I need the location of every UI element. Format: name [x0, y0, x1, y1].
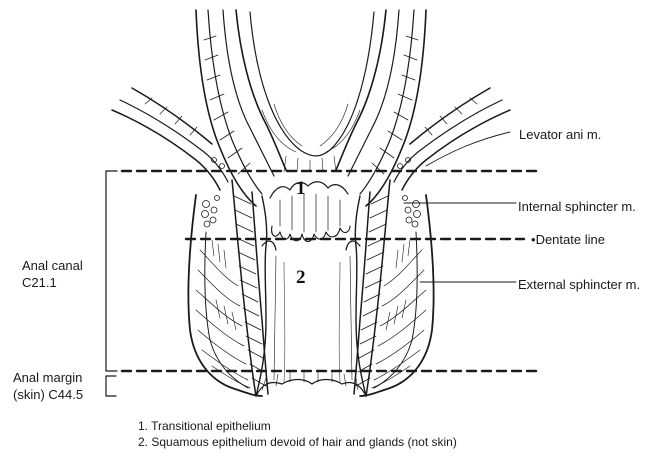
anal-canal-lining	[256, 182, 366, 396]
anal-canal-label: Anal canal	[22, 258, 83, 274]
anal-margin-code: (skin) C44.5	[13, 387, 83, 403]
footnote-2: 2. Squamous epithelium devoid of hair an…	[138, 435, 457, 450]
footnote-1: 1. Transitional epithelium	[138, 419, 271, 434]
levator-ani-label: Levator ani m.	[519, 127, 601, 143]
connective-tissue	[202, 158, 421, 228]
levator-ani-muscle	[112, 88, 510, 190]
anal-canal-code: C21.1	[22, 275, 57, 291]
external-sphincter-label: External sphincter m.	[518, 277, 640, 293]
region-number-1: 1	[296, 178, 306, 200]
anal-margin-label: Anal margin	[13, 370, 82, 386]
reference-lines	[122, 171, 542, 371]
external-sphincter-muscle	[188, 195, 433, 396]
rectal-wall	[196, 10, 426, 206]
leader-lines	[404, 132, 516, 282]
region-number-2: 2	[296, 267, 306, 289]
internal-sphincter-muscle	[232, 180, 390, 396]
dentate-line-label: •Dentate line	[531, 232, 605, 248]
dentate-line-text: Dentate line	[536, 232, 605, 247]
anal-canal-bracket	[106, 171, 117, 371]
anal-margin-bracket	[106, 376, 116, 396]
internal-sphincter-label: Internal sphincter m.	[518, 199, 636, 215]
